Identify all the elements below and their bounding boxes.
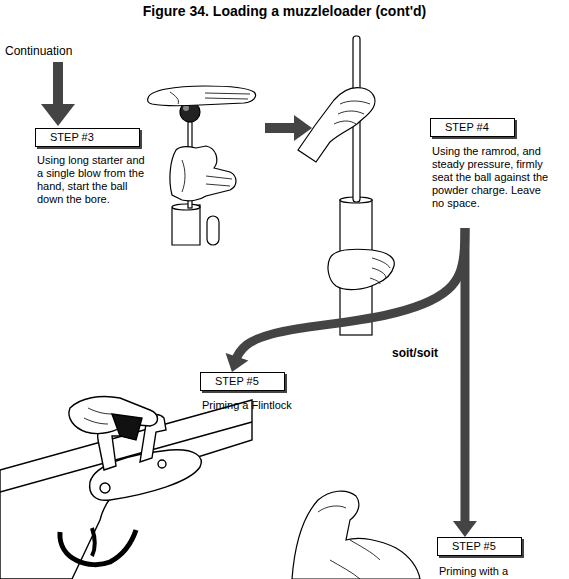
upper-hand [298, 88, 375, 162]
step-instruction: Using long starter and a single blow fro… [37, 154, 149, 206]
arrow-shaft [232, 137, 465, 372]
flat-hand [148, 86, 256, 106]
muzzle [172, 204, 200, 210]
continuation-label: Continuation [5, 44, 72, 58]
finger-lines [318, 506, 380, 579]
step-instruction: Priming with a [439, 565, 569, 578]
step-instruction: Priming a Flintlock [202, 399, 342, 412]
step-heading: STEP #5 [201, 373, 284, 390]
flintlock-illustration [0, 396, 252, 579]
step-box: STEP #3Using long starter and a single b… [35, 128, 140, 147]
arrow-shaft [140, 128, 430, 138]
finger-lines [170, 92, 250, 104]
stock [0, 400, 252, 579]
finger-lines [182, 160, 232, 192]
branch-label: soit/soit [392, 346, 438, 360]
finger-lines [370, 258, 390, 284]
step-instruction: Using the ramrod, and steady pressure, f… [432, 145, 550, 210]
starter-shaft [188, 122, 192, 148]
screw [100, 483, 110, 493]
step-box: STEP #4Using the ramrod, and steady pres… [430, 118, 515, 137]
step-heading: STEP #3 [36, 129, 139, 146]
continuation-arrow [41, 62, 75, 126]
trigger [92, 528, 95, 556]
flask-nozzle [112, 414, 142, 440]
flow-arrow [140, 115, 430, 141]
step-box: STEP #5Priming with a [437, 537, 522, 556]
gripping-hand [170, 146, 236, 201]
lower-hand [328, 249, 394, 289]
step-heading: STEP #4 [431, 119, 514, 136]
arrow-head [294, 115, 312, 141]
trigger-guard [60, 530, 136, 565]
barrel [172, 205, 200, 245]
step3-illustration [148, 86, 256, 245]
finger-lines [334, 101, 370, 124]
step-heading: STEP #5 [438, 538, 521, 555]
percussion-illustration [292, 491, 420, 579]
arrow-head [453, 521, 477, 537]
flow-arrow [226, 137, 465, 372]
figure-title: Figure 34. Loading a muzzleloader (cont'… [0, 3, 569, 19]
finger-lines [84, 408, 112, 424]
step-box: STEP #5Priming a Flintlock [200, 372, 285, 391]
ramrod-tube [207, 216, 219, 245]
hand-outline [292, 491, 420, 579]
arrow-head [226, 353, 249, 372]
step4-illustration [298, 36, 394, 335]
screw [158, 460, 166, 468]
arrow-shape [41, 62, 75, 126]
